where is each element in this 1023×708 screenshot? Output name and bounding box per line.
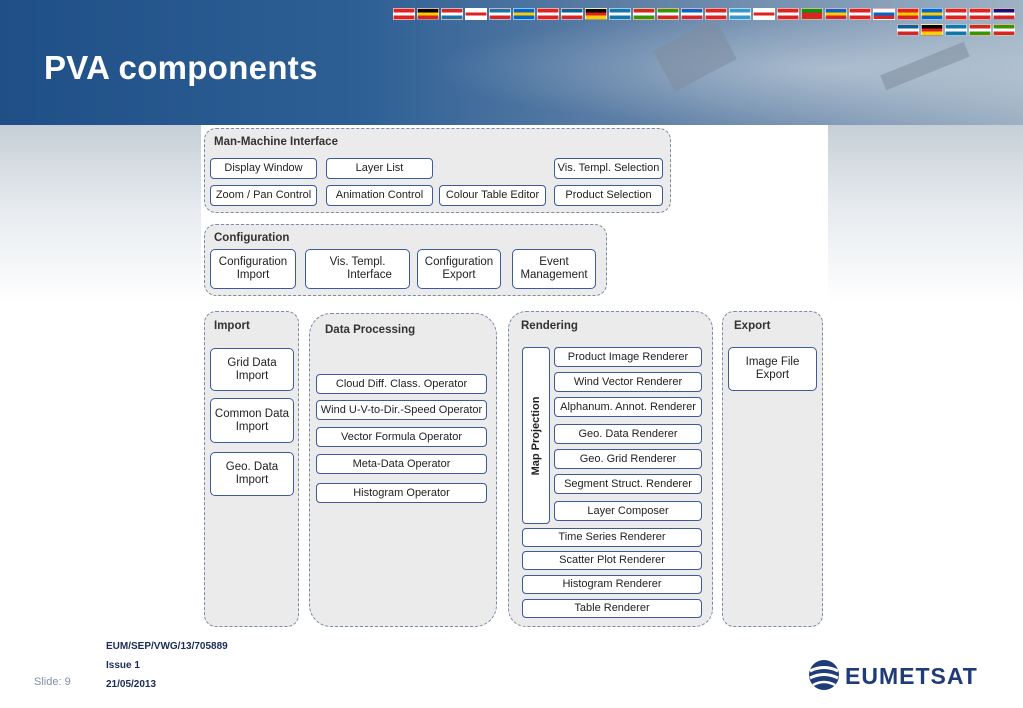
meta-data-operator-box: Meta-Data Operator [316,454,487,474]
flag-icon [465,8,487,20]
flag-icon [561,8,583,20]
flag-icon [873,8,895,20]
product-image-renderer-box: Product Image Renderer [554,347,702,367]
map-projection-label: Map Projection [530,396,542,475]
map-projection-box: Map Projection [522,347,550,524]
configuration-import-line2: Import [236,269,270,281]
flag-icon [993,24,1015,36]
table-renderer-box: Table Renderer [522,599,702,618]
flag-icon [441,8,463,20]
scatter-plot-renderer-box: Scatter Plot Renderer [522,551,702,570]
flag-icon [657,8,679,20]
group-label-rendering: Rendering [521,320,578,332]
group-label-data-processing: Data Processing [325,324,416,336]
date-label: 21/05/2013 [106,679,157,690]
flag-icon [705,8,727,20]
configuration-import-line1: Configuration [218,256,288,268]
histogram-renderer-box: Histogram Renderer [522,575,702,594]
flag-icon [633,8,655,20]
common-data-import-line2: Import [235,420,269,433]
geo-data-renderer-box: Geo. Data Renderer [554,424,702,444]
flag-icon [993,8,1015,20]
flag-icon [753,8,775,20]
issue-label: Issue 1 [106,660,140,671]
layer-list-box: Layer List [326,158,433,179]
flag-icon [897,24,919,36]
product-selection-box: Product Selection [554,185,663,206]
configuration-export-line1: Configuration [424,256,494,268]
flag-icon [609,8,631,20]
geo-data-import-line2: Import [235,474,269,486]
image-file-export-line2: Export [755,369,790,381]
common-data-import-box: Common Data Import [210,398,294,443]
flag-icon [537,8,559,20]
zoom-pan-control-box: Zoom / Pan Control [210,185,317,206]
common-data-import-line1: Common Data [214,407,290,420]
image-file-export-line1: Image File [745,356,800,368]
flag-icon [945,24,967,36]
flag-icon [681,8,703,20]
flag-icon [897,8,919,20]
slide-header: PVA components [0,0,1023,125]
group-label-import: Import [214,320,250,332]
animation-control-box: Animation Control [326,185,433,206]
vector-formula-operator-box: Vector Formula Operator [316,427,487,447]
display-window-box: Display Window [210,158,317,179]
eumetsat-logo: EUMETSAT [807,657,982,693]
slide-number: Slide: 9 [34,676,71,688]
configuration-import-box: Configuration Import [210,249,296,289]
globe-icon [809,660,839,690]
document-reference: EUM/SEP/VWG/13/705889 [106,641,228,652]
group-label-configuration: Configuration [214,232,290,244]
wind-vector-renderer-box: Wind Vector Renderer [554,372,702,392]
event-management-line2: Management [520,269,588,281]
flag-icon [945,8,967,20]
image-file-export-box: Image File Export [728,347,817,391]
vis-templ-interface-line1: Vis. Templ. [329,256,386,268]
geo-grid-renderer-box: Geo. Grid Renderer [554,449,702,469]
flag-icon [513,8,535,20]
event-management-box: Event Management [512,249,596,289]
configuration-export-box: Configuration Export [417,249,501,289]
diagram-canvas: Man-Machine Interface Display Window Lay… [201,125,828,635]
flag-icon [969,24,991,36]
alphanum-annot-renderer-box: Alphanum. Annot. Renderer [554,397,702,417]
vis-templ-interface-box: Vis. Templ. Interface [305,249,410,289]
flag-icon [489,8,511,20]
logo-text: EUMETSAT [845,663,978,689]
geo-data-import-box: Geo. Data Import [210,452,294,496]
geo-data-import-line1: Geo. Data [225,461,279,473]
flag-icon [729,8,751,20]
flag-icon [849,8,871,20]
group-label-mmi: Man-Machine Interface [214,136,338,148]
wind-uv-dir-speed-operator-box: Wind U-V-to-Dir.-Speed Operator [316,400,487,420]
histogram-operator-box: Histogram Operator [316,483,487,503]
vis-templ-interface-line2: Interface [347,269,392,281]
flag-icon [921,24,943,36]
grid-data-import-line2: Import [235,369,269,382]
page-title: PVA components [44,49,318,86]
flag-icon [825,8,847,20]
flag-icon [801,8,823,20]
flag-icon [393,8,415,20]
group-label-export: Export [734,320,771,332]
flag-icon [969,8,991,20]
flags-strip [393,8,1023,40]
segment-struct-renderer-box: Segment Struct. Renderer [554,474,702,494]
vis-templ-selection-box: Vis. Templ. Selection [554,158,663,179]
flag-icon [417,8,439,20]
time-series-renderer-box: Time Series Renderer [522,528,702,547]
grid-data-import-box: Grid Data Import [210,348,294,391]
layer-composer-box: Layer Composer [554,501,702,521]
grid-data-import-line1: Grid Data [227,356,277,369]
colour-table-editor-box: Colour Table Editor [439,185,546,206]
flag-icon [585,8,607,20]
configuration-export-line2: Export [442,269,476,281]
event-management-line1: Event [539,256,569,268]
flag-icon [777,8,799,20]
flag-icon [921,8,943,20]
cloud-diff-class-operator-box: Cloud Diff. Class. Operator [316,374,487,394]
